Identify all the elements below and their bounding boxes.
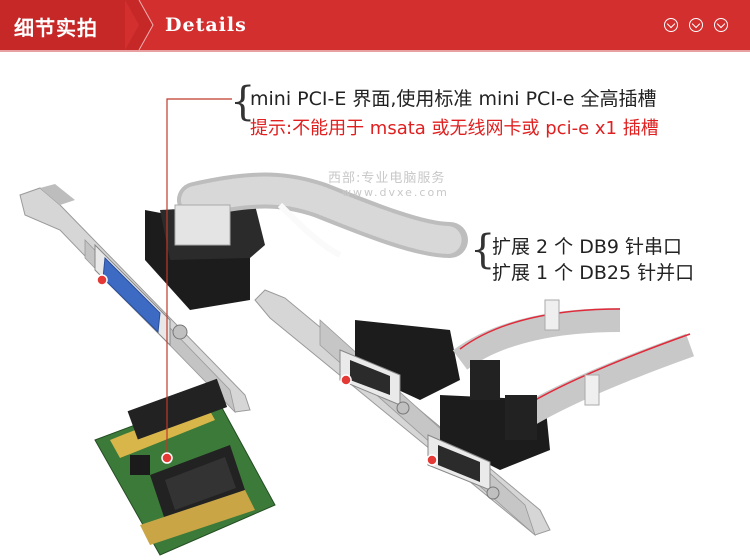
header-underline (0, 50, 750, 52)
watermark-line2: www.dvxe.com (342, 186, 449, 199)
header-bar: 细节实拍 Details (0, 0, 750, 50)
chevron-down-icon[interactable] (714, 18, 728, 32)
section-tab: 细节实拍 (0, 0, 125, 50)
watermark-line1: 西部:专业电脑服务 (328, 171, 446, 186)
chevron-divider-icon (125, 0, 154, 50)
warning-note: 提示:不能用于 msata 或无线网卡或 pci-e x1 插槽 (250, 118, 659, 139)
product-photo (19, 98, 695, 556)
parallel-port-note: 扩展 1 个 DB25 针并口 (492, 262, 695, 284)
db9-bracket (254, 289, 695, 537)
brace-icon: { (230, 79, 256, 125)
serial-port-note: 扩展 2 个 DB9 针串口 (492, 236, 683, 258)
section-title-en: Details (165, 14, 247, 36)
section-title-cn: 细节实拍 (14, 16, 98, 40)
brace-icon: { (470, 227, 496, 273)
chevron-down-icon[interactable] (664, 18, 678, 32)
chevron-down-icon[interactable] (689, 18, 703, 32)
mini-pcie-card (94, 378, 276, 556)
db25-bracket (19, 184, 265, 414)
interface-note: mini PCI-E 界面,使用标准 mini PCI-e 全高插槽 (250, 88, 657, 110)
